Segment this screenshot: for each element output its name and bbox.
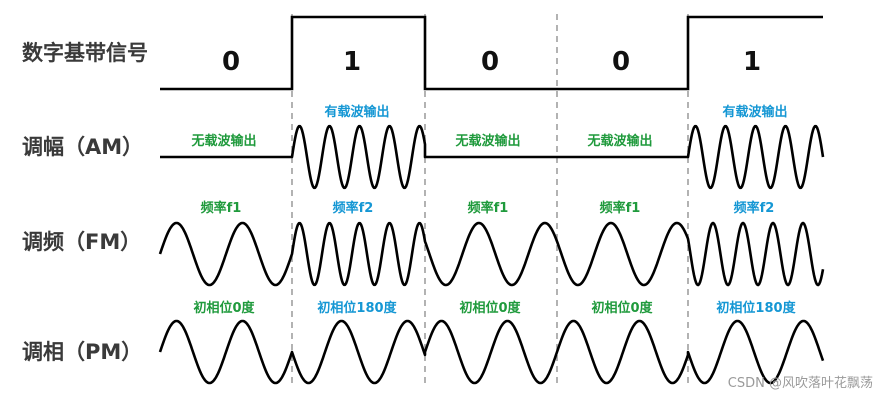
- fm-label: 调频（FM）: [22, 230, 142, 254]
- fm-annotation: 频率f1: [200, 201, 242, 216]
- bit-value: 0: [221, 47, 241, 77]
- pm-annotation: 初相位0度: [193, 301, 255, 316]
- am-annotation: 无载波输出: [455, 134, 521, 149]
- fm-annotation: 频率f2: [332, 201, 374, 216]
- fm-annotation: 频率f1: [599, 201, 641, 216]
- am-annotation: 有载波输出: [324, 105, 390, 120]
- fm-annotation: 频率f1: [467, 201, 509, 216]
- pm-label: 调相（PM）: [22, 340, 143, 364]
- pm-annotation: 初相位180度: [716, 301, 796, 316]
- am-annotation: 无载波输出: [587, 134, 653, 149]
- watermark: CSDN @风吹落叶花飘荡: [727, 376, 873, 391]
- digital-signal-label: 数字基带信号: [22, 41, 148, 65]
- bit-value: 1: [342, 47, 362, 77]
- am-annotation: 有载波输出: [722, 105, 788, 120]
- am-label: 调幅（AM）: [22, 135, 144, 159]
- fm-wave: [158, 221, 825, 287]
- pm-annotation: 初相位0度: [459, 301, 521, 316]
- pm-annotation: 初相位0度: [591, 301, 653, 316]
- pm-annotation: 初相位180度: [317, 301, 397, 316]
- bit-value: 1: [742, 47, 762, 77]
- bit-value: 0: [480, 47, 500, 77]
- bit-value: 0: [611, 47, 631, 77]
- am-wave: [160, 124, 825, 190]
- fm-annotation: 频率f2: [733, 201, 775, 216]
- am-annotation: 无载波输出: [191, 134, 257, 149]
- pm-wave: [158, 319, 825, 385]
- digital-signal-wave: [160, 15, 823, 91]
